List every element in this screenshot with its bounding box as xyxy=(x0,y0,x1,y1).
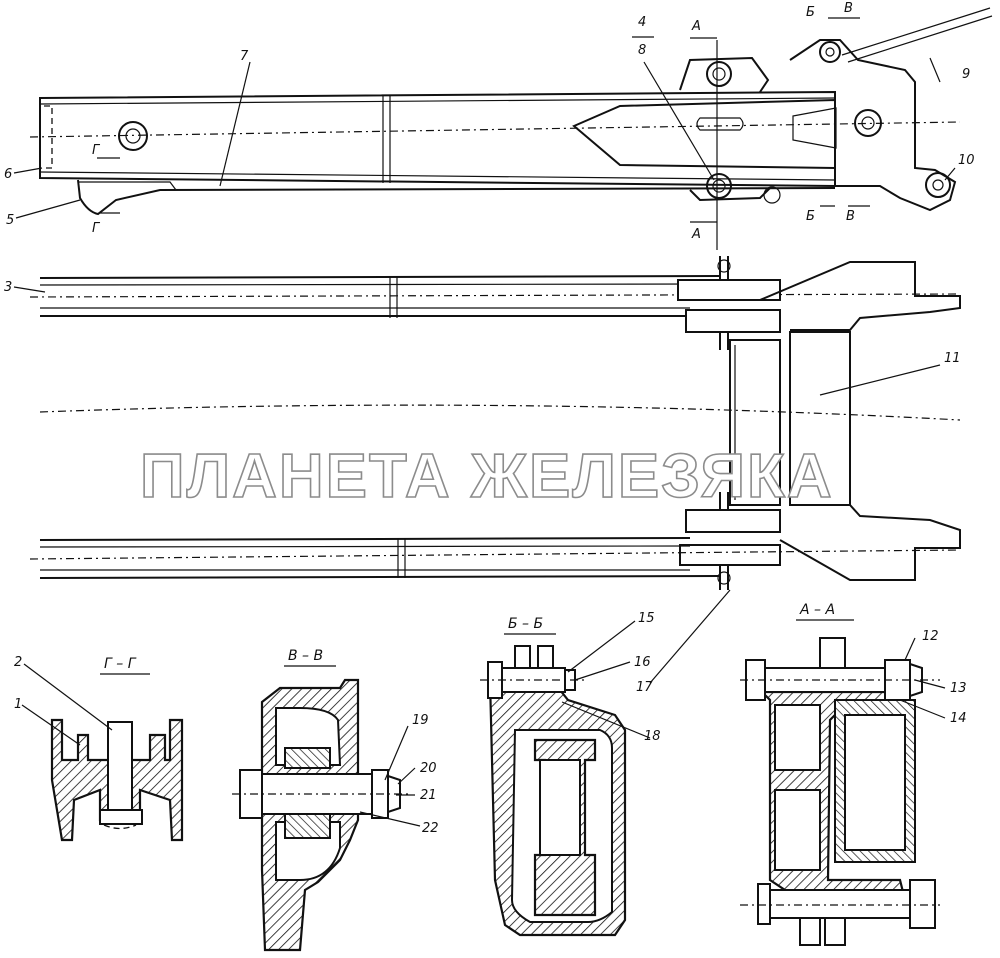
callout-20: 20 xyxy=(420,761,437,776)
callout-4: 4 xyxy=(638,15,646,30)
callout-8: 8 xyxy=(638,43,646,58)
callout-21: 21 xyxy=(420,788,437,803)
cut-marker-g-top: Г xyxy=(92,143,101,158)
callout-9: 9 xyxy=(962,67,970,82)
callout-17: 17 xyxy=(636,680,653,695)
section-title-a-a: А – А xyxy=(799,602,835,618)
callout-5: 5 xyxy=(6,213,14,228)
cut-marker-b-top: Б xyxy=(806,5,815,20)
cut-marker-v-bottom: В xyxy=(846,209,855,224)
callout-16: 16 xyxy=(634,655,651,670)
section-b-b xyxy=(480,645,627,937)
callout-19: 19 xyxy=(412,713,429,728)
callout-14: 14 xyxy=(950,711,967,726)
cut-marker-b-bottom: Б xyxy=(806,209,815,224)
callout-12: 12 xyxy=(922,629,939,644)
leader-lines xyxy=(13,57,956,827)
callout-10: 10 xyxy=(958,153,975,168)
watermark: ПЛАНЕТА ЖЕЛЕЗЯКА xyxy=(140,442,834,511)
cut-marker-v-top: В xyxy=(844,1,853,16)
callout-11: 11 xyxy=(944,351,961,366)
callout-2: 2 xyxy=(14,655,22,670)
callout-15: 15 xyxy=(638,611,655,626)
section-v-v xyxy=(232,678,410,952)
callout-1: 1 xyxy=(14,697,22,712)
callout-7: 7 xyxy=(240,49,249,64)
side-view xyxy=(29,7,993,250)
top-view xyxy=(29,256,961,590)
section-g-g xyxy=(50,718,184,842)
section-a-a xyxy=(740,637,940,946)
callout-13: 13 xyxy=(950,681,967,696)
section-title-g-g: Г – Г xyxy=(104,656,137,672)
cut-marker-g-bottom: Г xyxy=(92,221,101,236)
callout-22: 22 xyxy=(422,821,439,836)
cut-marker-a-bottom: А xyxy=(691,227,701,242)
cut-marker-a-top: А xyxy=(691,19,701,34)
section-title-v-v: В – В xyxy=(288,648,323,664)
callout-6: 6 xyxy=(4,167,12,182)
section-title-b-b: Б – Б xyxy=(508,616,543,632)
callout-3: 3 xyxy=(4,280,12,295)
callout-18: 18 xyxy=(644,729,661,744)
